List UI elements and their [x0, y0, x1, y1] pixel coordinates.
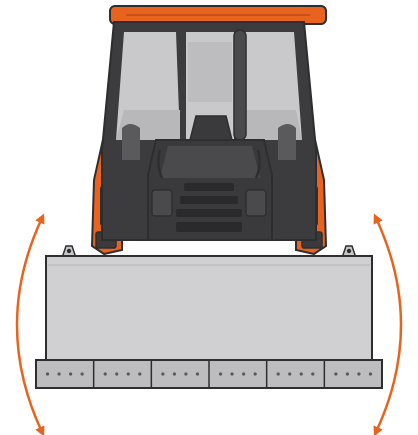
blade-bolt: [80, 372, 84, 376]
blade-tilt-left-arrow: [15, 213, 45, 435]
blade-bolt: [311, 372, 315, 376]
blade-bolt: [138, 372, 142, 376]
blade-bolt: [57, 372, 61, 376]
grille: [176, 183, 242, 232]
blade-bolt: [161, 372, 165, 376]
blade-bolt: [103, 372, 107, 376]
blade-bolt: [218, 372, 223, 376]
blade: [35, 255, 383, 389]
blade-tilt-right-arrow: [373, 213, 403, 435]
blade-bolt: [45, 372, 50, 376]
blade-bolt: [184, 372, 188, 376]
blade-bolt: [345, 372, 349, 376]
blade-bolt: [126, 372, 130, 376]
blade-bolt: [115, 372, 119, 376]
blade-bolt: [69, 372, 73, 376]
blade-bolt: [242, 372, 246, 376]
blade-bolt: [334, 372, 338, 376]
blade-bolt: [230, 372, 234, 376]
blade-bolt: [276, 372, 280, 376]
blade-bolt: [368, 372, 373, 376]
blade-bolt: [299, 372, 303, 376]
blade-bolt: [172, 372, 176, 376]
blade-bolt: [253, 372, 257, 376]
blade-bolt: [357, 372, 361, 376]
engine-hood: [147, 115, 273, 241]
blade-bolt: [288, 372, 292, 376]
blade-bolt: [195, 372, 200, 376]
